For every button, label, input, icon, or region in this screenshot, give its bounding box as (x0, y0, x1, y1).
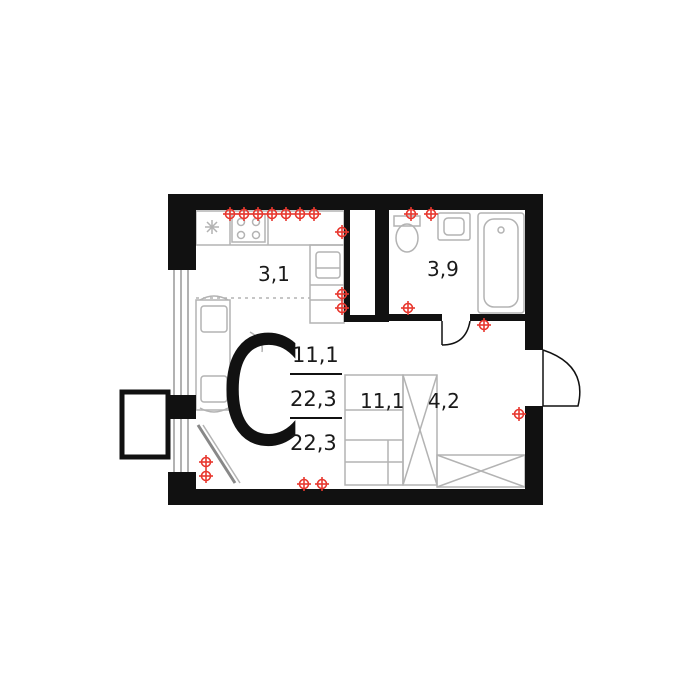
wall-top (168, 194, 543, 210)
hallway-wardrobe-icon (436, 454, 526, 488)
socket-icon (223, 207, 237, 221)
stat-divider (290, 373, 342, 375)
room-area-living: 11,1 (360, 389, 405, 413)
kitchen-counter (195, 210, 345, 246)
wardrobe-icon (402, 374, 438, 486)
wall-left-upper (168, 194, 196, 270)
door-icon (441, 320, 471, 346)
socket-icon (279, 207, 293, 221)
chair-icon (199, 295, 229, 333)
balcony (119, 389, 171, 460)
socket-icon (199, 469, 213, 483)
wall-bottom (168, 489, 543, 505)
stat-total-with-balcony: 22,3 (290, 431, 337, 455)
socket-icon (265, 207, 279, 221)
socket-icon (237, 207, 251, 221)
stat-divider (290, 417, 342, 419)
wall-bath-bottom-right (470, 314, 525, 321)
bathroom-sink-icon (437, 212, 471, 241)
socket-icon (335, 301, 349, 315)
socket-icon (297, 477, 311, 491)
chair-icon (199, 375, 229, 413)
socket-icon (293, 207, 307, 221)
bathtub-icon (477, 212, 525, 314)
outlets (199, 207, 526, 491)
socket-icon (424, 207, 438, 221)
dining-table (195, 299, 231, 411)
wall-bath-bottom-left (389, 314, 442, 321)
chair-back-arc (249, 331, 263, 353)
wall-right-upper (525, 194, 543, 350)
wall-right-lower (525, 406, 543, 505)
socket-icon (512, 407, 526, 421)
toilet-icon (393, 215, 421, 253)
wall-shaft-bottom (344, 315, 389, 322)
socket-icon (477, 318, 491, 332)
furniture (173, 210, 526, 488)
window-frame (173, 270, 189, 472)
socket-icon (315, 477, 329, 491)
room-area-kitchen: 3,1 (258, 262, 290, 286)
sink-icon (315, 251, 341, 279)
socket-icon (401, 301, 415, 315)
socket-icon (307, 207, 321, 221)
socket-icon (404, 207, 418, 221)
stat-living-area: 11,1 (292, 343, 339, 367)
extractor-icon (205, 220, 219, 234)
socket-icon (335, 225, 349, 239)
entrance-door-icon (542, 349, 581, 407)
apartment-type-letter: С (220, 306, 302, 480)
wall-left-middle (168, 395, 196, 419)
walls (168, 194, 543, 505)
room-area-bathroom: 3,9 (427, 257, 459, 281)
socket-icon (335, 287, 349, 301)
socket-icon (199, 455, 213, 469)
wall-shaft-left (344, 194, 350, 322)
stat-total-area: 22,3 (290, 387, 337, 411)
balcony-door-icon (196, 424, 241, 484)
socket-icon (251, 207, 265, 221)
room-area-hallway: 4,2 (428, 389, 460, 413)
wall-shaft-right (375, 194, 389, 322)
